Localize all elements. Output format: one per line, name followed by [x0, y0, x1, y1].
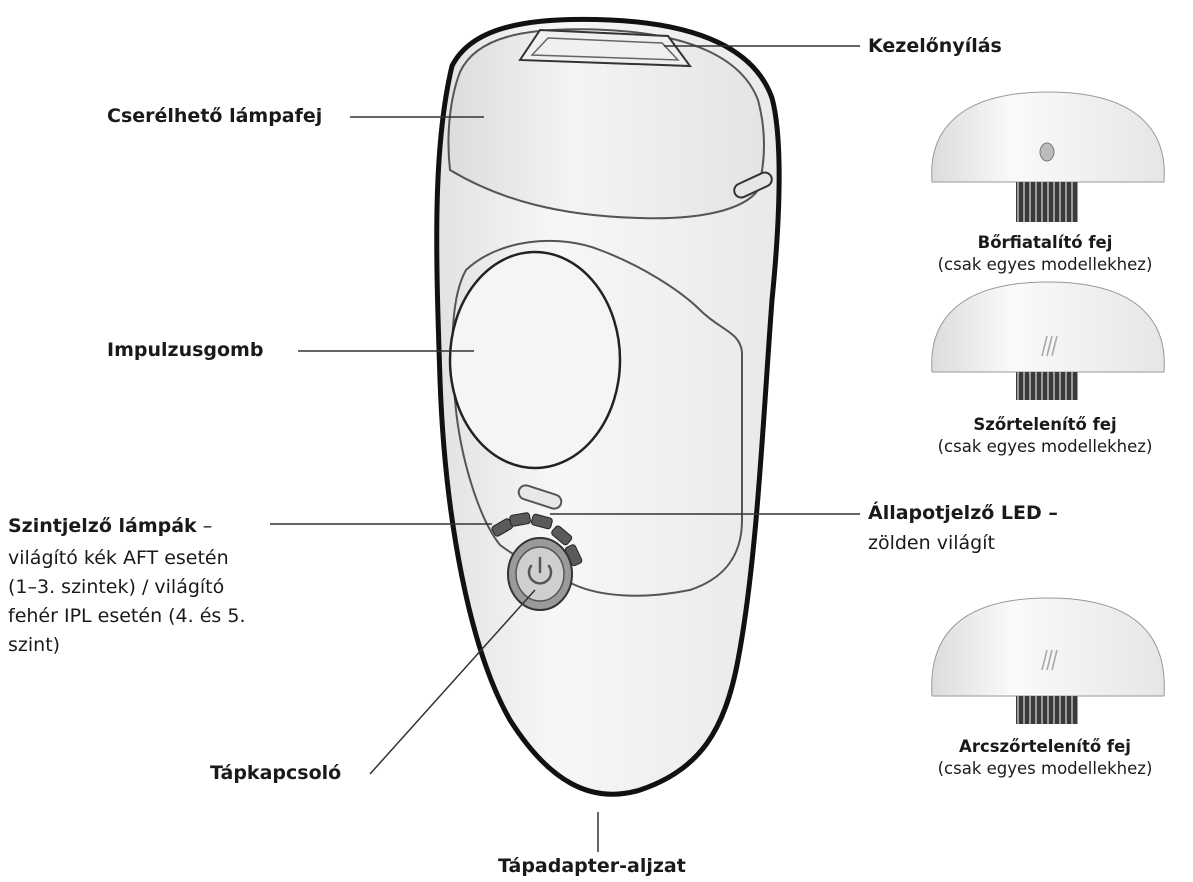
pulse-button-label: Impulzusgomb: [107, 339, 264, 361]
level-light-3: [530, 513, 553, 530]
level-lights-desc-1: világító kék AFT esetén: [8, 547, 229, 569]
attachment-caption-3: Arcszőrtelenítő fej (csak egyes modellek…: [920, 736, 1170, 780]
leader-power-switch: [369, 589, 536, 775]
treatment-window-label: Kezelőnyílás: [868, 35, 1002, 57]
lamp-head-label: Cserélhető lámpafej: [107, 105, 323, 127]
skin-rejuvenation-icon: [1039, 142, 1055, 162]
attachment-title: Szőrtelenítő fej: [973, 415, 1117, 434]
power-switch: [507, 537, 573, 611]
power-icon: [527, 564, 553, 585]
attachment-facial-hair-removal: [931, 597, 1165, 724]
pulse-button: [448, 250, 622, 470]
level-lights-desc-3: fehér IPL esetén (4. és 5.: [8, 605, 246, 627]
attachment-caption-2: Szőrtelenítő fej (csak egyes modellekhez…: [920, 414, 1170, 458]
status-led: [517, 484, 563, 510]
attachment-subtitle: (csak egyes modellekhez): [937, 255, 1153, 274]
power-switch-label: Tápkapcsoló: [210, 762, 342, 784]
pulse-button-surround: [451, 239, 743, 597]
adapter-socket-label: Tápadapter-aljzat: [498, 855, 686, 877]
attachment-hair-removal: [931, 281, 1165, 400]
level-light-2: [509, 512, 531, 527]
attachment-caption-1: Bőrfiatalító fej (csak egyes modellekhez…: [920, 232, 1170, 276]
status-led-label: Állapotjelző LED –: [868, 502, 1058, 524]
attachment-title: Bőrfiatalító fej: [977, 233, 1113, 252]
level-lights-desc-4: szint): [8, 634, 61, 656]
level-lights-label: Szintjelző lámpák –: [8, 513, 212, 539]
attachment-skin-rejuvenation: [931, 91, 1165, 222]
treatment-window: [518, 28, 693, 68]
level-lights-title: Szintjelző lámpák: [8, 515, 197, 537]
level-lights-dash: –: [196, 515, 213, 537]
attachment-title: Arcszőrtelenítő fej: [959, 737, 1131, 756]
level-lights-desc-2: (1–3. szintek) / világító: [8, 576, 225, 598]
attachment-subtitle: (csak egyes modellekhez): [937, 759, 1153, 778]
status-led-desc: zölden világít: [868, 532, 995, 554]
release-slot: [733, 171, 773, 199]
hair-removal-icon: [1041, 649, 1058, 671]
level-lights: [491, 512, 583, 567]
level-light-4: [551, 525, 573, 546]
hair-removal-icon: [1041, 335, 1058, 357]
attachment-subtitle: (csak egyes modellekhez): [937, 437, 1153, 456]
